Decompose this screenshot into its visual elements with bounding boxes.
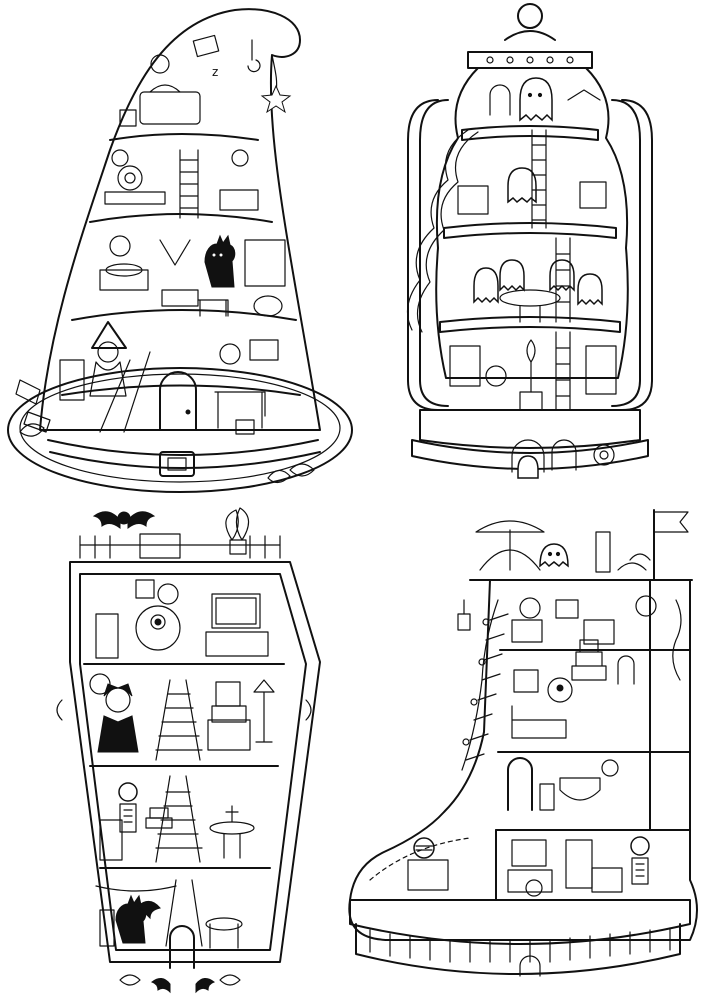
coffin-house [56,507,321,994]
witch-hat-house: z [7,8,353,493]
lantern-house [406,3,653,479]
boot-house [348,509,698,977]
svg-text:z: z [212,65,218,79]
